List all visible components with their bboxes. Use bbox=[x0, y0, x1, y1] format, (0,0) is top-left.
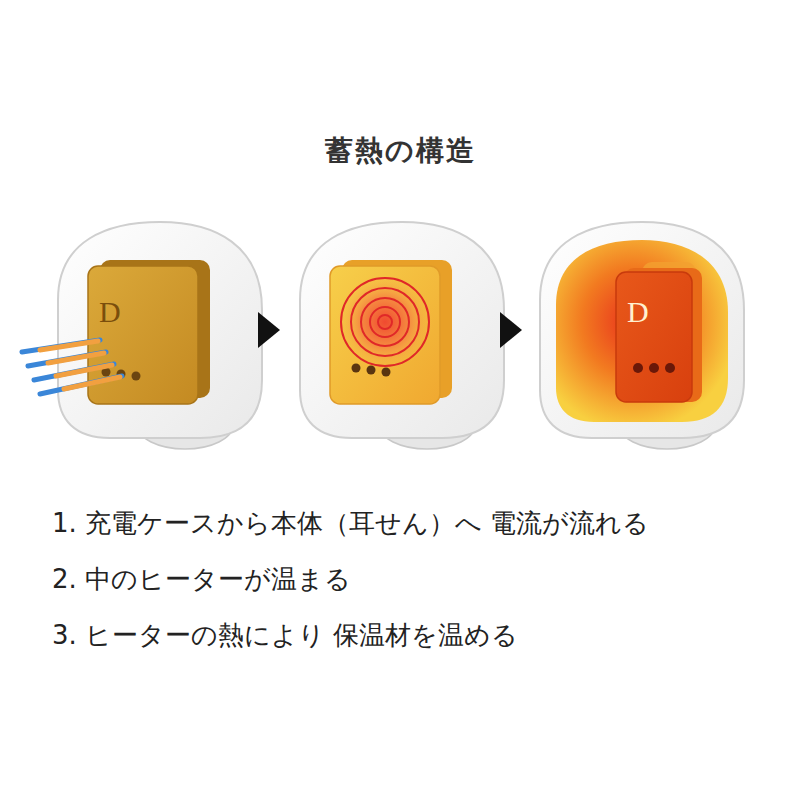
step-text: 1. 充電ケースから本体（耳せん）へ 電流が流れる bbox=[52, 507, 649, 541]
logo-letter: D bbox=[627, 297, 649, 327]
earbud-1 bbox=[22, 222, 262, 449]
logo-letter: D bbox=[99, 297, 121, 327]
step-text: 2. 中のヒーターが温まる bbox=[52, 563, 351, 597]
step-arrow bbox=[258, 312, 280, 348]
diagram-title: 蓄熱の構造 bbox=[325, 132, 476, 170]
step-arrow bbox=[500, 312, 522, 348]
earbud-2 bbox=[300, 222, 504, 449]
step-text: 3. ヒーターの熱により 保温材を温める bbox=[52, 619, 518, 653]
earbud-3 bbox=[540, 222, 744, 449]
